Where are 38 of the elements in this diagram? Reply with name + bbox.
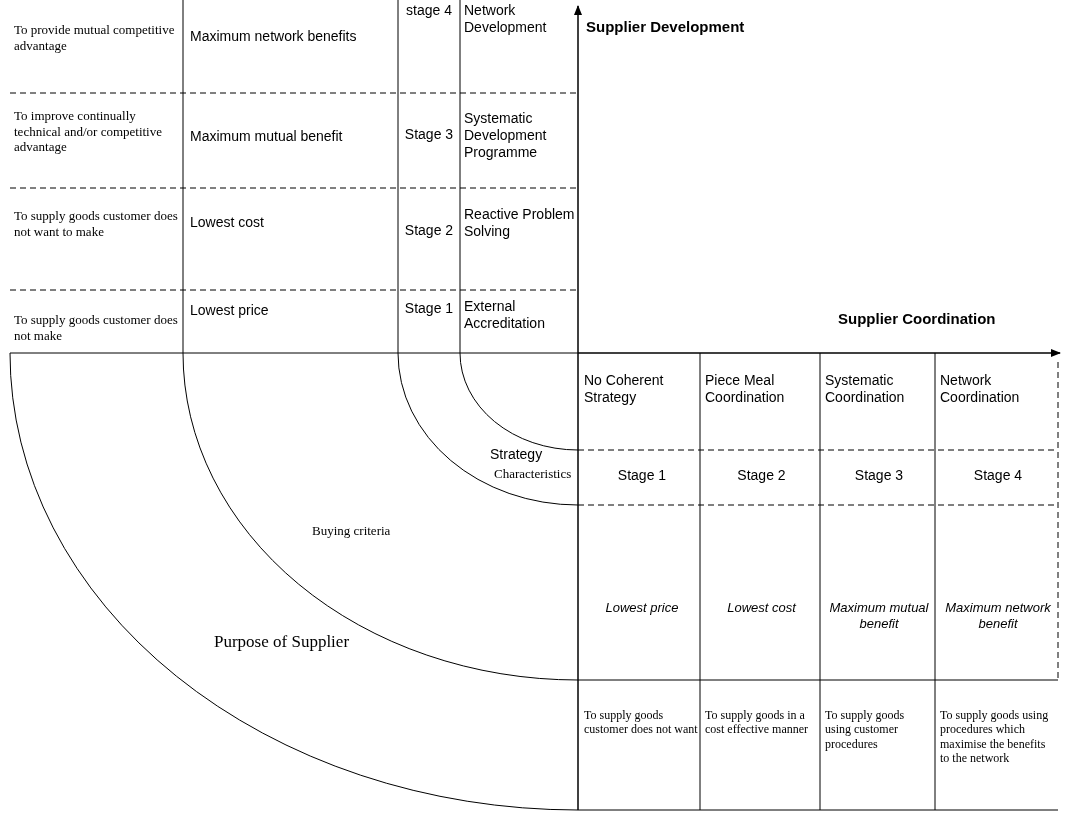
cell-text: Lowest price [604, 600, 680, 616]
cell-text: To supply goods customer does not want to make [14, 208, 179, 240]
stage-label: Stage 1 [616, 467, 668, 484]
cell-text: Network Development [464, 2, 548, 36]
axis-title: Supplier Development [586, 18, 746, 36]
cell-text: To supply goods customer does not make [14, 312, 179, 344]
band-label: Buying criteria [312, 523, 392, 539]
cell-text: No Coherent Strategy [584, 372, 665, 406]
cell-text: To supply goods using procedures which maximise the benefits to the network [940, 708, 1050, 766]
stage-label: Stage 3 [403, 126, 455, 143]
cell-text: Systematic Coordination [825, 372, 906, 406]
cell-text: To supply goods in a cost effective manner [705, 708, 810, 737]
axis-title: Supplier Coordination [838, 310, 997, 328]
stage-label: stage 4 [405, 2, 453, 19]
stage-label: Stage 4 [972, 467, 1024, 484]
cell-text: Maximum mutual benefit [190, 128, 344, 145]
band-label: Characteristics [494, 466, 573, 482]
band-label: Strategy [490, 446, 544, 463]
cell-text: Lowest cost [190, 214, 265, 231]
stage-label: Stage 3 [853, 467, 905, 484]
cell-text: Piece Meal Coordination [705, 372, 786, 406]
cell-text: Network Coordination [940, 372, 1021, 406]
stage-label: Stage 1 [403, 300, 455, 317]
cell-text: Systematic Development Programme [464, 110, 548, 161]
cell-text: To improve continually technical and/or competitive advantage [14, 108, 163, 155]
stage-label: Stage 2 [736, 467, 787, 484]
cell-text: To provide mutual competitive advantage [14, 22, 176, 54]
cell-text: External Accreditation [464, 298, 546, 332]
cell-text: Maximum mutual benefit [828, 600, 930, 632]
cell-text: Lowest cost [726, 600, 798, 616]
cell-text: Reactive Problem Solving [464, 206, 576, 240]
cell-text: To supply goods using customer procedures [825, 708, 906, 752]
band-label: Purpose of Supplier [214, 632, 351, 653]
cell-text: To supply goods customer does not want [584, 708, 699, 737]
stage-label: Stage 2 [403, 222, 455, 239]
cell-text: Lowest price [190, 302, 270, 319]
cell-text: Maximum network benefits [190, 28, 358, 45]
cell-text: Maximum network benefit [944, 600, 1052, 632]
